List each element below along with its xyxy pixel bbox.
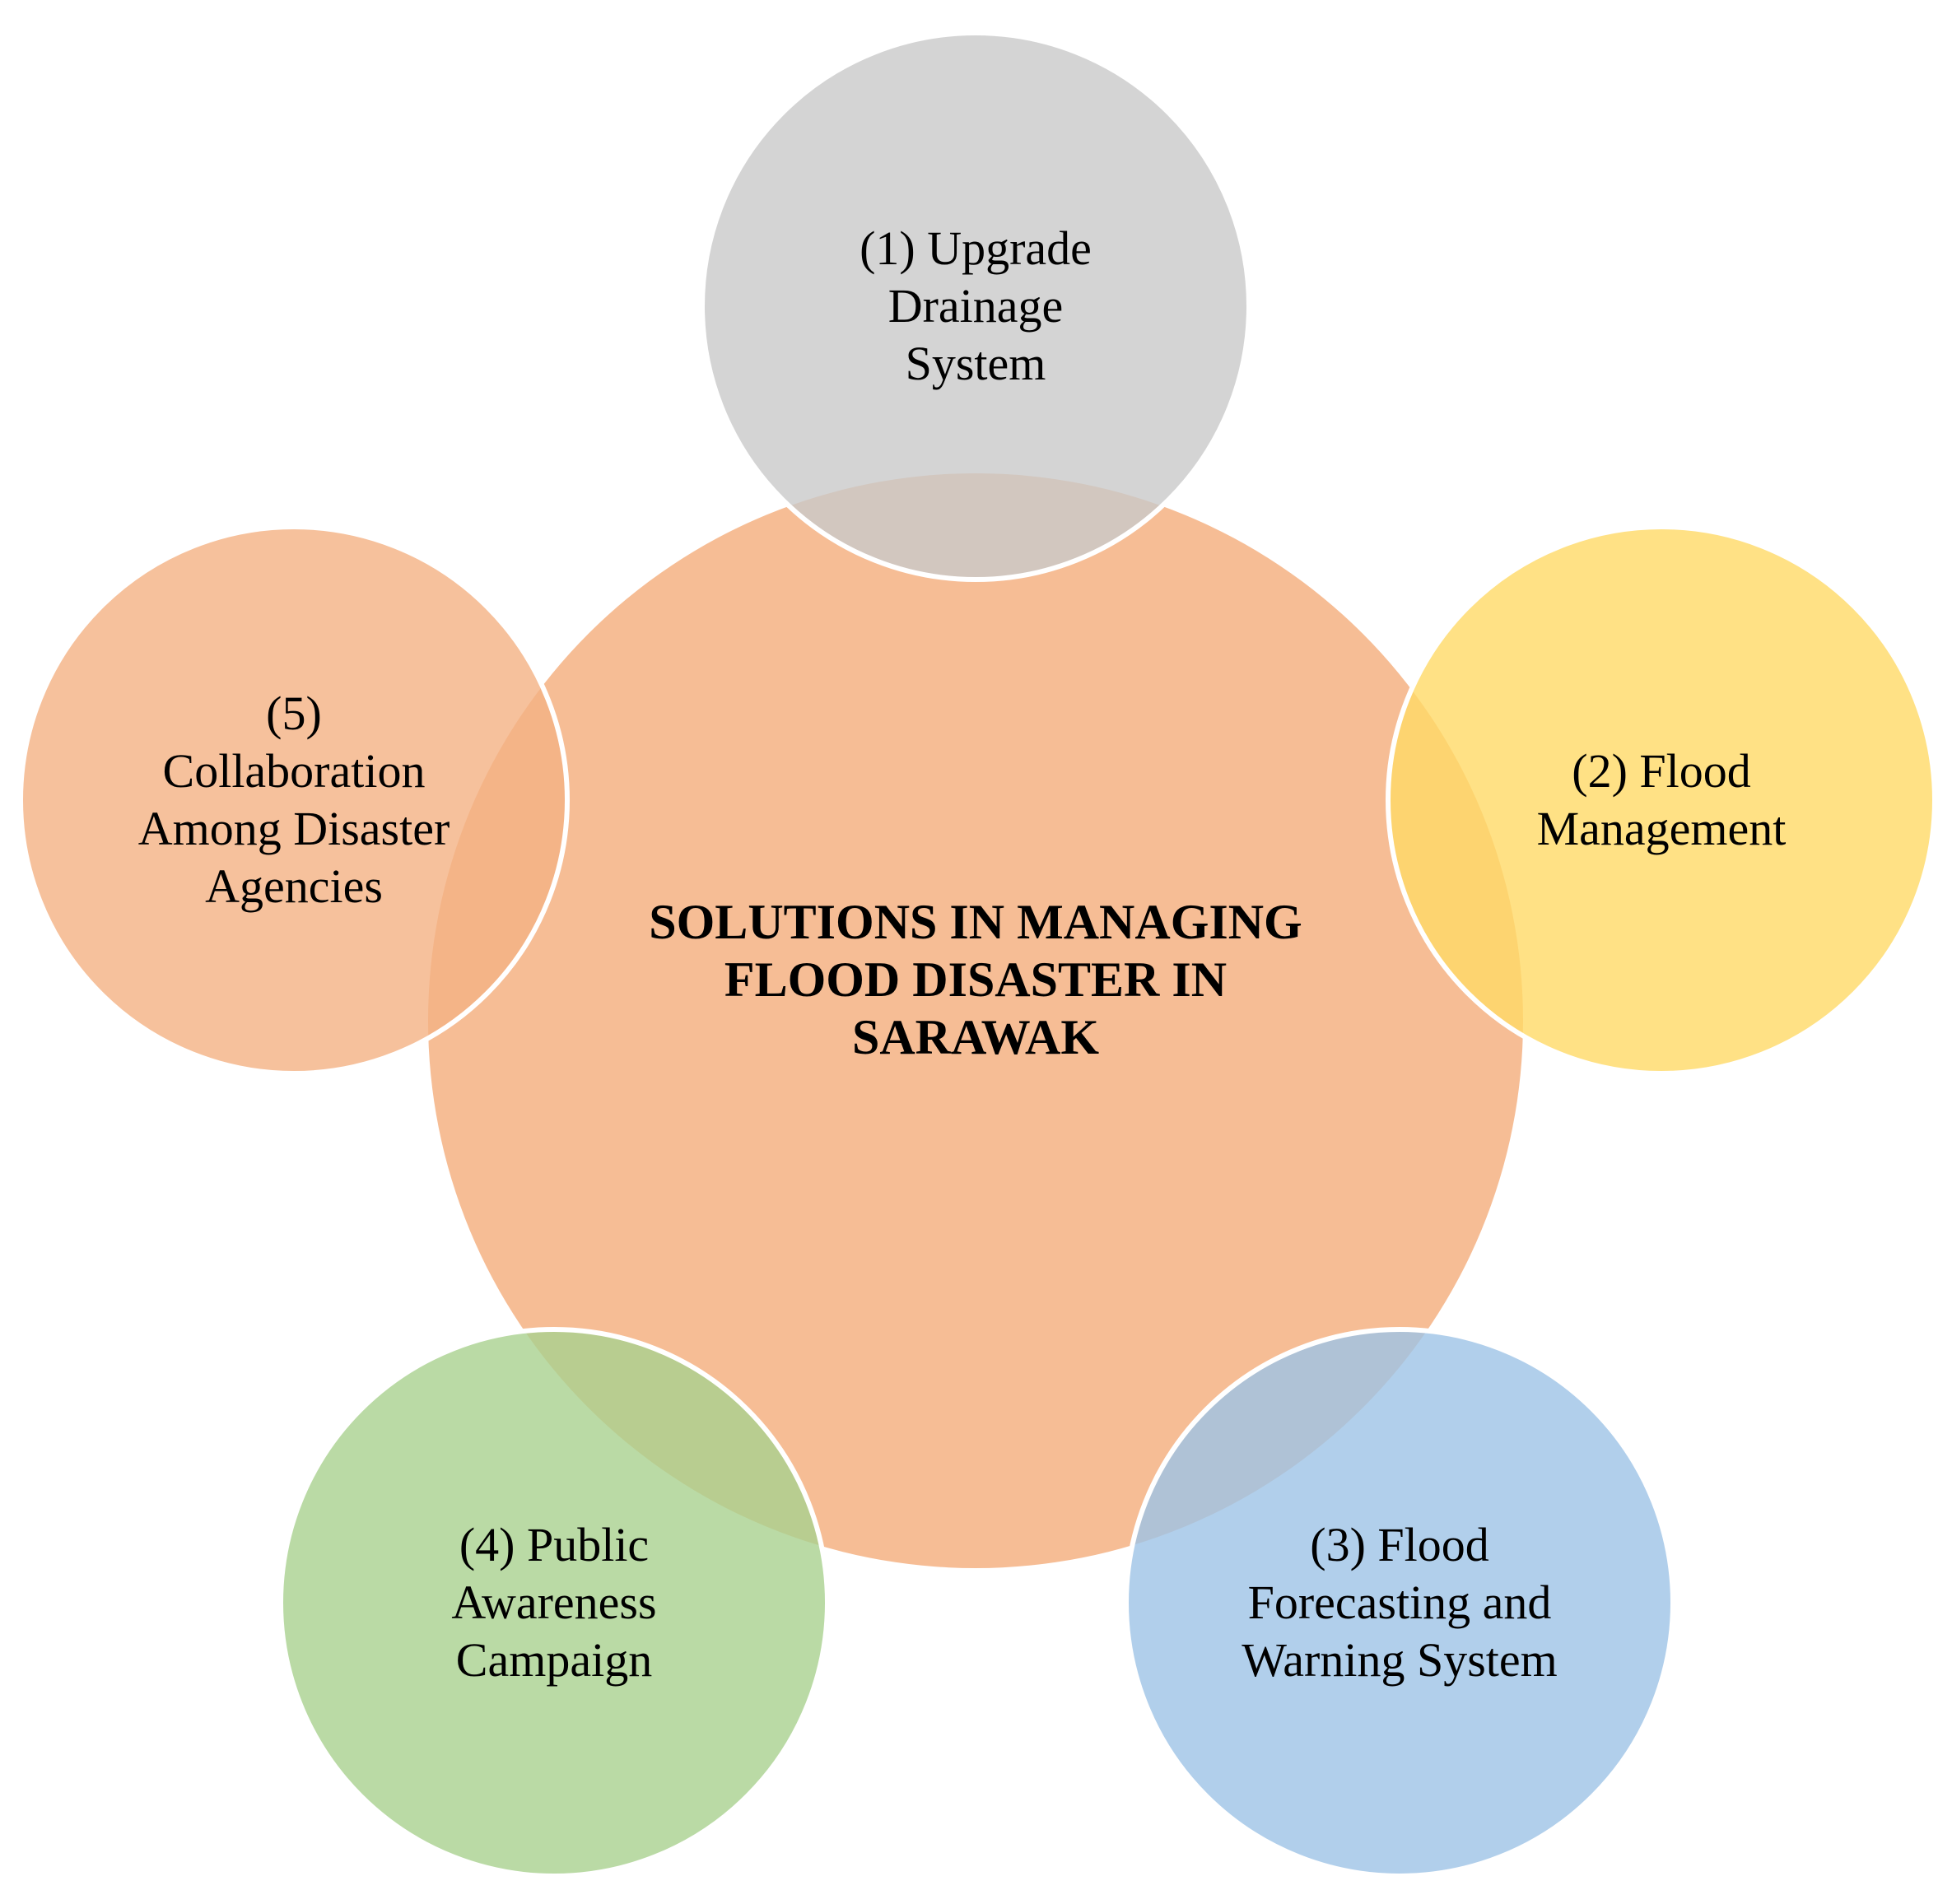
node-3-line-3: Warning System [1242,1633,1558,1687]
node-5-line-3: Among Disaster [137,802,450,855]
node-4-circle [278,1327,830,1878]
node-1-line-1: (1) Upgrade [860,221,1092,275]
node-4-line-1: (4) Public [459,1518,650,1571]
center-title: SOLUTIONS IN MANAGING FLOOD DISASTER IN … [564,856,1387,1103]
center-circle [428,473,1523,1568]
node-5-line-4: Agencies [205,859,383,913]
node-5-line-1: (5) [266,687,322,740]
node-3-label: (3) Flood Forecasting and Warning System [1194,1479,1605,1726]
node-3-line-1: (3) Flood [1310,1518,1489,1571]
center-title-line-2: FLOOD DISASTER IN [724,952,1228,1007]
center-title-line-1: SOLUTIONS IN MANAGING [649,895,1302,949]
node-1-line-3: System [905,337,1046,390]
node-5-line-2: Collaboration [162,744,426,798]
node-3-line-2: Forecasting and [1247,1576,1552,1629]
node-2-label: (2) Flood Management [1456,677,1867,924]
node-2-circle [1386,524,1937,1076]
node-2-line-1: (2) Flood [1572,744,1751,798]
node-3-circle [1124,1327,1675,1878]
node-5-label: (5) Collaboration Among Disaster Agencie… [88,668,500,932]
node-4-label: (4) Public Awareness Campaign [348,1479,760,1726]
node-4-line-3: Campaign [455,1633,653,1687]
node-5-circle [18,524,570,1076]
node-1-label: (1) Upgrade Drainage System [770,183,1181,430]
node-4-line-2: Awareness [451,1576,657,1629]
node-2-line-2: Management [1536,802,1787,855]
node-1-circle [700,30,1251,582]
center-title-line-3: SARAWAK [851,1010,1100,1064]
node-1-line-2: Drainage [887,279,1064,333]
